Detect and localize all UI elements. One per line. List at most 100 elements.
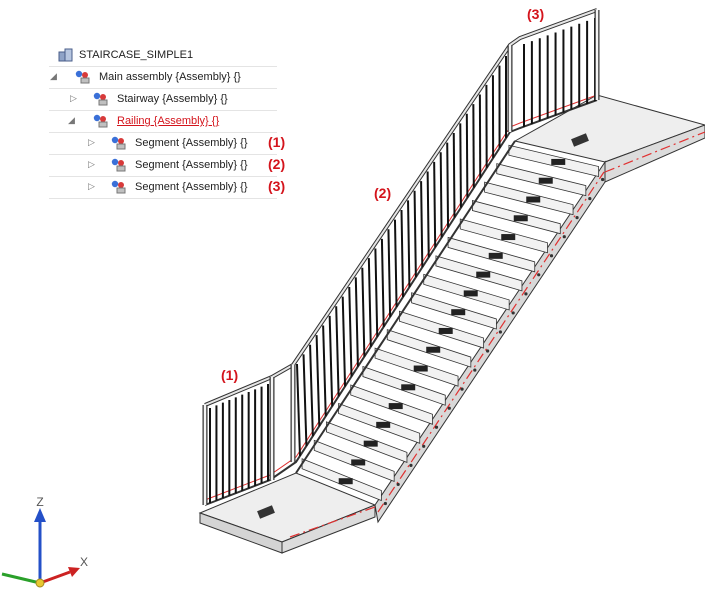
tree-item-label-selected: Railing {Assembly} {} — [117, 115, 220, 127]
tread-grating-icon — [513, 215, 528, 222]
tree-item-stairway[interactable]: ▷ Stairway {Assembly} {} — [49, 89, 277, 111]
baluster — [446, 142, 450, 228]
bolt-icon — [422, 444, 426, 448]
baluster — [322, 325, 327, 417]
tree-item-segment-3[interactable]: ▷ Segment {Assembly} {} (3) — [49, 177, 285, 199]
baluster — [341, 296, 347, 387]
bolt-icon — [486, 349, 490, 353]
staircase-model[interactable] — [198, 8, 705, 554]
baluster — [420, 181, 424, 268]
model-callout-1: (1) — [221, 367, 239, 383]
tree-item-railing[interactable]: ◢ Railing {Assembly} {} — [49, 111, 277, 133]
baluster — [426, 171, 430, 258]
tree-item-label: Main assembly {Assembly} {} — [99, 71, 241, 83]
baluster — [367, 258, 372, 347]
bolt-icon — [498, 330, 502, 334]
baluster — [315, 335, 321, 427]
baluster — [309, 344, 314, 437]
centerline — [289, 506, 376, 538]
z-axis-arrow-icon — [34, 508, 46, 522]
baluster — [433, 161, 437, 248]
tree-item-segment-2[interactable]: ▷ Segment {Assembly} {} (2) — [49, 155, 285, 177]
tree-item-label: Stairway {Assembly} {} — [117, 93, 228, 105]
tread-grating-icon — [451, 309, 466, 316]
baluster — [439, 152, 443, 238]
centerline — [604, 131, 705, 173]
model-callout-2: (2) — [374, 185, 392, 201]
triangle-expanded-icon[interactable]: ◢ — [50, 71, 57, 81]
tread-grating-icon — [351, 459, 366, 466]
bolt-icon — [511, 311, 515, 315]
assembly-node-icon — [75, 70, 90, 84]
tread-grating-icon — [388, 403, 403, 410]
baluster — [354, 277, 359, 367]
bolt-icon — [447, 406, 451, 410]
tread-grating-icon — [363, 440, 378, 447]
tread-grating-icon — [488, 252, 503, 259]
baluster — [393, 219, 398, 307]
tread-grating-icon — [476, 271, 491, 278]
tread-grating-icon — [551, 158, 566, 165]
baluster — [361, 267, 366, 357]
baluster — [465, 113, 469, 198]
model-callout-3: (3) — [527, 6, 545, 22]
tread-grating-icon — [538, 177, 553, 184]
x-axis-label: X — [80, 555, 88, 569]
tree-item-label: Segment {Assembly} {} — [135, 181, 248, 193]
bolt-icon — [537, 273, 541, 277]
grating-icon — [257, 505, 275, 519]
baluster — [387, 229, 392, 317]
tree-item-segment-1[interactable]: ▷ Segment {Assembly} {} (1) — [49, 133, 285, 155]
baluster — [328, 315, 334, 407]
baluster — [296, 363, 301, 457]
tread-grating-icon — [401, 384, 416, 391]
tread-grating-icon — [501, 234, 516, 241]
assembly-node-icon — [93, 92, 108, 106]
baluster — [348, 286, 353, 377]
bolt-icon — [601, 177, 605, 182]
bolt-icon — [396, 482, 400, 487]
tree-callout: (2) — [268, 156, 286, 172]
assembly-tree[interactable]: STAIRCASE_SIMPLE1 ◢ Main assembly {Assem… — [49, 45, 285, 199]
axis-triad: Z X — [1, 495, 88, 588]
bolt-icon — [473, 368, 477, 372]
tread-grating-icon — [426, 346, 441, 353]
assembly-node-icon — [93, 114, 108, 128]
bolt-icon — [549, 254, 554, 258]
assembly-node-icon — [111, 158, 126, 172]
bolt-icon — [434, 425, 439, 429]
grating-icon — [571, 133, 589, 147]
triangle-collapsed-icon[interactable]: ▷ — [70, 93, 77, 103]
bolt-icon — [562, 235, 566, 239]
triangle-expanded-icon[interactable]: ◢ — [68, 115, 75, 125]
baluster — [407, 200, 411, 288]
baluster — [335, 306, 340, 397]
tread-grating-icon — [463, 290, 478, 297]
tree-item-label: Segment {Assembly} {} — [135, 159, 248, 171]
tree-callout: (1) — [268, 134, 286, 150]
x-axis-line — [39, 570, 71, 585]
tree-root[interactable]: STAIRCASE_SIMPLE1 — [49, 45, 277, 67]
baluster — [380, 238, 385, 327]
centerline — [377, 171, 605, 513]
baluster — [452, 132, 456, 218]
stringer-left — [295, 140, 516, 474]
tread-grating-icon — [376, 421, 391, 428]
upper-landing — [513, 94, 705, 163]
tree-item-main-assembly[interactable]: ◢ Main assembly {Assembly} {} — [49, 67, 277, 89]
bolt-icon — [588, 196, 592, 201]
triangle-collapsed-icon[interactable]: ▷ — [88, 137, 95, 147]
baluster — [302, 354, 308, 447]
assembly-node-icon — [111, 136, 126, 150]
tree-item-label: Segment {Assembly} {} — [135, 137, 248, 149]
x-axis-arrow-icon — [68, 567, 80, 577]
baluster — [413, 190, 417, 278]
triangle-collapsed-icon[interactable]: ▷ — [88, 159, 95, 169]
baluster — [400, 209, 404, 298]
tree-root-label: STAIRCASE_SIMPLE1 — [79, 49, 194, 61]
bolt-icon — [524, 292, 528, 296]
baluster — [374, 248, 379, 337]
assembly-node-icon — [111, 180, 126, 194]
triangle-collapsed-icon[interactable]: ▷ — [88, 181, 95, 191]
